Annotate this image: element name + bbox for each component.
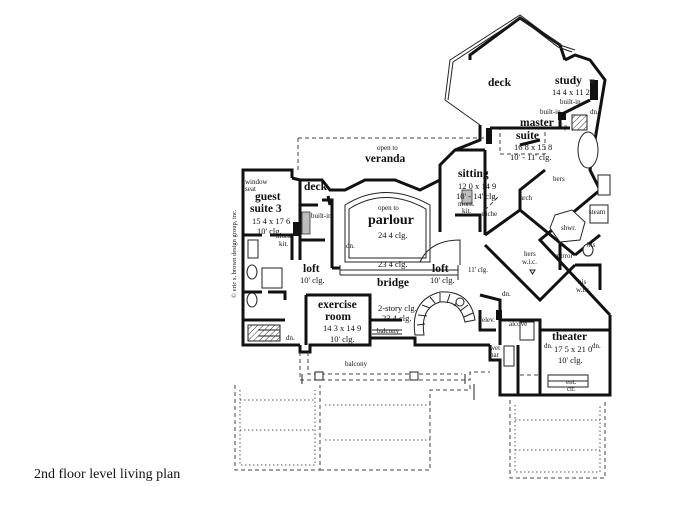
loft-left-label: loft bbox=[303, 263, 320, 275]
hers-label: hers bbox=[553, 175, 565, 183]
shwr-label: shwr. bbox=[561, 224, 576, 232]
stair-clg: 2-story clg. bbox=[378, 303, 417, 313]
steam-label: steam bbox=[589, 208, 606, 216]
exercise-clg: 10' clg. bbox=[330, 334, 355, 344]
sitting-details bbox=[461, 128, 501, 211]
master-dim: 16 8 x 15 8 bbox=[514, 142, 552, 152]
bridge-clg: 23 4 clg. bbox=[378, 259, 408, 269]
veranda-dashes bbox=[297, 127, 546, 172]
study-dim: 14 4 x 11 2 bbox=[552, 87, 590, 97]
guest-dim: 15 4 x 17 6 bbox=[252, 216, 290, 226]
window-seat-b: seat bbox=[245, 185, 256, 193]
sitting-clg: 10' - 14' clg. bbox=[456, 191, 498, 201]
alcove-label: alcove bbox=[509, 320, 527, 328]
dn-label-2: dn. bbox=[346, 242, 355, 250]
sitting-label: sitting bbox=[458, 168, 489, 180]
built-in-label-2: built-in bbox=[560, 98, 581, 106]
parlour-label: parlour bbox=[368, 213, 414, 228]
dn-label-4: dn. bbox=[502, 290, 511, 298]
guest-clg: 10' clg. bbox=[257, 226, 282, 236]
dn-label-5: dn. bbox=[544, 342, 553, 350]
theater-clg: 10' clg. bbox=[558, 355, 583, 365]
curved-stair bbox=[413, 291, 476, 336]
parlour-pre: open to bbox=[378, 204, 399, 212]
guest-label-1: guest bbox=[255, 191, 281, 203]
built-in-label-1: built-in bbox=[540, 108, 561, 116]
wet-bar-a: wet bbox=[490, 344, 500, 352]
master-clg: 10' - 11' clg. bbox=[510, 152, 551, 162]
annotations: built-in built-in built-in f.p. dn. dn. … bbox=[245, 98, 606, 393]
balcony-label-2: balcony bbox=[345, 360, 368, 368]
exercise-dim: 14 3 x 14 9 bbox=[323, 323, 361, 333]
bridge-label: bridge bbox=[377, 277, 409, 289]
veranda-pre: open to bbox=[377, 144, 398, 152]
exercise-label-2: room bbox=[325, 311, 351, 323]
loft-right-clg: 10' clg. bbox=[430, 275, 455, 285]
dn-label-6: dn. bbox=[592, 342, 601, 350]
arch-label: arch bbox=[520, 194, 533, 202]
deck-top-label: deck bbox=[488, 77, 512, 89]
fp-label: f.p. bbox=[560, 123, 570, 131]
window-seat-a: window bbox=[245, 178, 269, 186]
room-labels: deck study 14 4 x 11 2 master suite 16 8… bbox=[250, 75, 592, 365]
his-wic-sub: w.i.c. bbox=[576, 286, 591, 294]
morn-kit-1b: kit. bbox=[462, 207, 471, 215]
copyright-text: © eric s. brown design group, inc. bbox=[231, 209, 238, 298]
plan-caption: 2nd floor level living plan bbox=[34, 467, 180, 482]
dn-label-3: dn. bbox=[286, 334, 295, 342]
ent-ctr-b: ctr. bbox=[567, 385, 576, 393]
built-in-label-3: built-in bbox=[311, 212, 332, 220]
theater-label: theater bbox=[552, 331, 587, 343]
clg-11-label: 11' clg. bbox=[468, 266, 488, 274]
his-wic-label: his bbox=[578, 278, 586, 286]
elev-label: elev. bbox=[482, 316, 495, 324]
interior-walls bbox=[243, 98, 610, 395]
morn-kit-2b: kit. bbox=[279, 240, 288, 248]
lower-dashes bbox=[299, 352, 490, 384]
balcony-label-1: balcony bbox=[377, 327, 400, 335]
veranda-label: veranda bbox=[365, 153, 406, 165]
railings bbox=[339, 265, 459, 335]
lower-roof-lines bbox=[234, 384, 606, 479]
master-label-1: master bbox=[520, 117, 554, 129]
exercise-label-1: exercise bbox=[318, 299, 357, 311]
theater-details bbox=[496, 310, 589, 388]
guest-label-2: suite 3 bbox=[250, 203, 282, 215]
dn-label-1: dn. bbox=[590, 108, 599, 116]
wet-bar-b: bar bbox=[490, 351, 500, 359]
hers-wic-sub: w.i.c. bbox=[522, 258, 537, 266]
morn-kit-1a: morn. bbox=[458, 200, 475, 208]
niche-label: niche bbox=[482, 210, 497, 218]
his-label: his bbox=[587, 241, 595, 249]
morn-kit-2a: morn. bbox=[276, 232, 293, 240]
deck-top-outline bbox=[444, 14, 576, 126]
sitting-dim: 12 0 x 14 9 bbox=[458, 181, 496, 191]
loft-left-clg: 10' clg. bbox=[300, 275, 325, 285]
hers-wic-label: hers bbox=[524, 250, 536, 258]
deck-left-label: deck bbox=[304, 181, 328, 193]
stair-markers bbox=[258, 79, 595, 337]
master-bath-fixtures bbox=[549, 80, 611, 257]
master-label-2: suite bbox=[516, 130, 539, 142]
stair-dim: 23 4 clg. bbox=[382, 313, 412, 323]
parlour-balcony bbox=[344, 192, 461, 265]
parlour-clg: 24 4 clg. bbox=[378, 230, 408, 240]
study-label: study bbox=[555, 75, 582, 87]
guest-bath-fixtures bbox=[246, 211, 311, 342]
theater-dim: 17 5 x 21 0 bbox=[554, 344, 592, 354]
mirror-label: mirror bbox=[555, 252, 574, 260]
loft-right-label: loft bbox=[432, 263, 449, 275]
ent-ctr-a: ent. bbox=[566, 378, 577, 386]
